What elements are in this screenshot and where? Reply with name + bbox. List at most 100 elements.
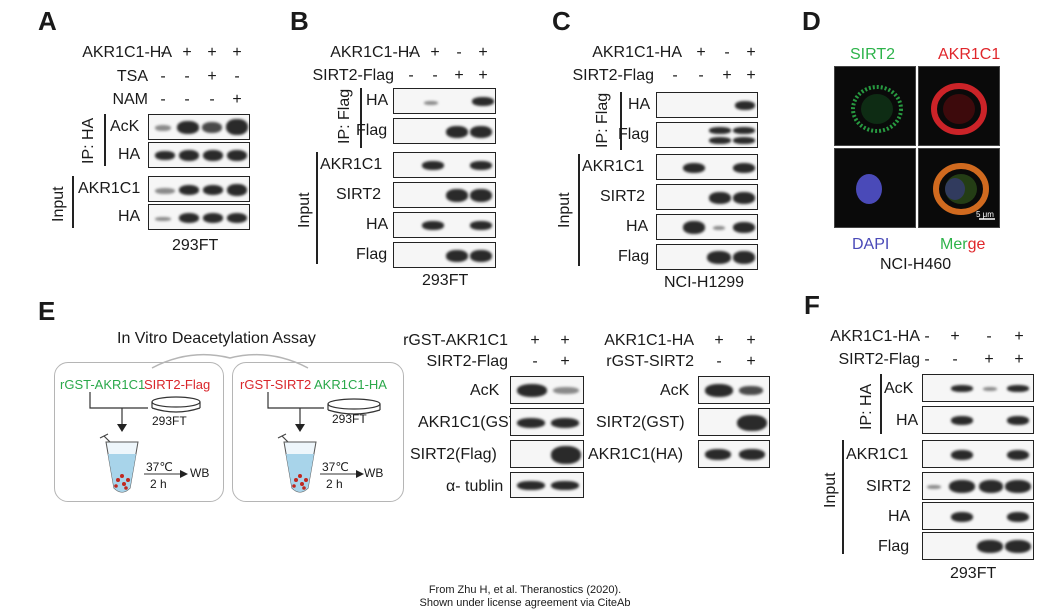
sign: - [432, 67, 438, 84]
blot-label: AKR1C1 [582, 158, 645, 175]
sign: - [724, 44, 730, 61]
blot-flag-input [393, 242, 496, 268]
cell-line: 293FT [422, 272, 469, 289]
blot-label: HA [118, 208, 141, 225]
readout-label: WB [364, 466, 384, 480]
blot-sirt2 [922, 472, 1034, 500]
row-label: SIRT2-Flag [572, 67, 654, 84]
blot-ack [148, 114, 250, 140]
blot-ha-input [922, 502, 1034, 530]
blot-label: AKR1C1 [846, 446, 909, 463]
micrograph-akr1c1 [918, 66, 1000, 146]
row-label: AKR1C1-HA [592, 44, 682, 61]
ip-label: IP: Flag [594, 92, 611, 148]
sign: - [160, 44, 166, 61]
ip-label: IP: HA [858, 383, 875, 430]
sign: + [530, 332, 540, 349]
panel-letter-d: D [802, 6, 821, 36]
sign: + [1014, 328, 1024, 345]
blot-ha-input [148, 204, 250, 230]
row-label: rGST-AKR1C1 [403, 332, 508, 349]
blot-label: SIRT2 [866, 478, 912, 495]
row-label: SIRT2-Flag [312, 67, 394, 84]
blot-label: AcK [110, 118, 140, 135]
blot-sirt2-gst [698, 408, 770, 436]
sign: + [207, 68, 217, 85]
panel-letter-b: B [290, 6, 309, 36]
sign: + [232, 44, 242, 61]
sign: - [184, 68, 190, 85]
blot-akr1c1 [656, 154, 758, 180]
sign: - [532, 353, 538, 370]
cell-line: 293FT [950, 565, 997, 582]
blot-label: HA [366, 92, 389, 109]
sign: - [456, 44, 462, 61]
blot-label: HA [888, 508, 911, 525]
blot-label: HA [118, 146, 141, 163]
sign: + [560, 332, 570, 349]
protocol-box-right [232, 362, 404, 502]
ip-label: IP: Flag [336, 88, 353, 144]
blot-label: SIRT2 [336, 186, 382, 203]
protocol-box-left [54, 362, 224, 502]
sign: - [408, 67, 414, 84]
blot-label: HA [366, 216, 389, 233]
sign: - [986, 328, 992, 345]
reagent-label: rGST-AKR1C1 [60, 377, 146, 392]
blot-label: AcK [660, 382, 690, 399]
panel-letter-e: E [38, 296, 56, 326]
bracket-line [316, 152, 318, 264]
input-label: Input [822, 472, 839, 508]
reagent-label: SIRT2-Flag [144, 377, 211, 392]
sign: - [184, 91, 190, 108]
blot-flag [393, 118, 496, 144]
blot-label: AKR1C1(GST) [418, 414, 524, 431]
sign: + [696, 44, 706, 61]
blot-label: HA [626, 218, 649, 235]
channel-label-merge: Merge [940, 236, 986, 253]
blot-label: AcK [470, 382, 500, 399]
sign: + [722, 67, 732, 84]
assay-diagram-left [89, 392, 201, 493]
sign: - [716, 353, 722, 370]
sign: + [560, 353, 570, 370]
blot-label: Flag [356, 122, 388, 139]
input-label: Input [556, 192, 573, 228]
dish-label: 293FT [332, 412, 367, 426]
bracket-line [578, 154, 580, 266]
sign: - [924, 351, 930, 368]
sign: + [478, 44, 488, 61]
blot-label: HA [896, 412, 919, 429]
blot-ack-2 [698, 376, 770, 404]
reagent-label: rGST-SIRT2 [240, 377, 312, 392]
blot-label: AKR1C1 [320, 156, 383, 173]
blot-ha-input [393, 212, 496, 238]
sign: + [950, 328, 960, 345]
channel-label-akr1c1: AKR1C1 [938, 46, 1001, 63]
sign: - [672, 44, 678, 61]
sign: - [209, 91, 215, 108]
citation-line-1: From Zhu H, et al. Theranostics (2020). [428, 584, 622, 596]
blot-ha [148, 142, 250, 168]
sign: - [952, 351, 958, 368]
blot-akr1c1 [922, 440, 1034, 468]
sign: + [232, 91, 242, 108]
sign: + [746, 332, 756, 349]
row-label: NAM [112, 91, 148, 108]
blot-sirt2-flag [510, 440, 584, 468]
dish-label: 293FT [152, 414, 187, 428]
blot-akr1c1-gst [510, 408, 584, 436]
micrograph-dapi [834, 148, 916, 228]
sign: + [984, 351, 994, 368]
sign: + [746, 353, 756, 370]
blot-ha [656, 92, 758, 118]
channel-label-dapi: DAPI [852, 236, 890, 253]
row-label: AKR1C1-HA [830, 328, 920, 345]
row-label: AKR1C1-HA [330, 44, 420, 61]
sign: - [698, 67, 704, 84]
cell-line: 293FT [172, 237, 219, 254]
sign: + [207, 44, 217, 61]
sign: + [182, 44, 192, 61]
sign: + [746, 44, 756, 61]
sign: + [454, 67, 464, 84]
